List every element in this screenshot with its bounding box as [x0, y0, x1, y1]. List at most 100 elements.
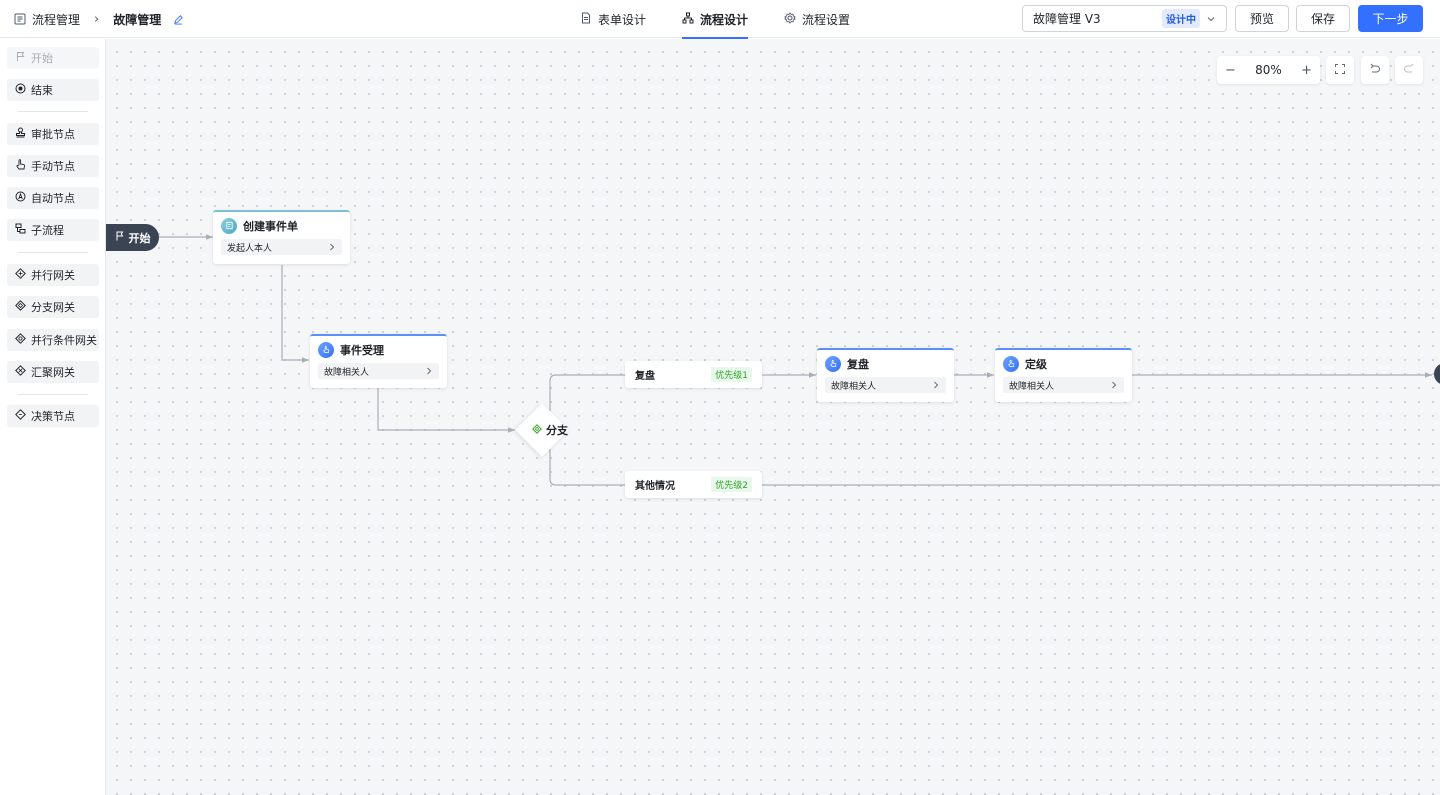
task-node[interactable]: 事件受理 故障相关人 [310, 334, 447, 388]
assignee-label: 发起人本人 [227, 243, 273, 254]
breadcrumb: 流程管理 › 故障管理 [14, 0, 184, 38]
hand-icon [825, 355, 841, 372]
condition-node[interactable]: 复盘 优先级1 [625, 361, 762, 388]
palette-item-label: 分支网关 [31, 301, 75, 314]
palette-item-label: 手动节点 [31, 160, 75, 173]
palette-item-label: 决策节点 [31, 410, 75, 423]
end-node[interactable] [1434, 363, 1440, 385]
palette-item-label: 开始 [31, 52, 53, 65]
undo-button[interactable] [1361, 56, 1389, 84]
redo-button[interactable] [1395, 56, 1423, 84]
chevron-right-icon [1110, 381, 1118, 389]
fit-view-button[interactable] [1326, 56, 1354, 84]
palette-divider [18, 394, 88, 395]
gateway-label: 分支 [546, 424, 568, 437]
edge-gateway-to-cond1 [549, 374, 625, 411]
flow-canvas[interactable]: − 80% + 开始 创建事件单 发起人本人 事件受理 故障相关人 [106, 39, 1440, 795]
stamp-icon [15, 127, 26, 141]
tab-label: 流程设计 [700, 12, 749, 27]
status-badge: 设计中 [1162, 9, 1200, 28]
diamond-icon [15, 365, 26, 379]
start-node[interactable]: 开始 [106, 224, 159, 251]
palette-item-start[interactable]: 开始 [7, 47, 99, 69]
palette-item-label: 结束 [31, 84, 53, 97]
task-node[interactable]: 复盘 故障相关人 [817, 348, 954, 402]
palette-item-decision[interactable]: 决策节点 [7, 405, 99, 427]
auto-icon [15, 191, 26, 205]
chevron-down-icon [1206, 14, 1216, 24]
palette-item-merge-gateway[interactable]: 汇聚网关 [7, 361, 99, 383]
task-node[interactable]: 创建事件单 发起人本人 [213, 210, 350, 264]
edit-icon[interactable] [173, 14, 184, 25]
task-title: 复盘 [847, 357, 869, 371]
page-title: 故障管理 [113, 12, 162, 27]
flow-edges [159, 234, 1440, 486]
process-list-icon [14, 13, 26, 25]
palette-divider [18, 111, 88, 112]
palette-item-auto[interactable]: 自动节点 [7, 187, 99, 209]
tab-form-design[interactable]: 表单设计 [580, 0, 646, 38]
diamond-icon [15, 300, 26, 314]
gear-icon [784, 11, 796, 27]
zoom-control: − 80% + [1217, 56, 1320, 84]
flag-icon [115, 231, 125, 244]
palette-item-parallel-condition-gateway[interactable]: 并行条件网关 [7, 329, 99, 351]
chevron-right-icon [425, 367, 433, 375]
zoom-level: 80% [1255, 63, 1282, 77]
version-name: 故障管理 V3 [1033, 12, 1101, 26]
condition-node[interactable]: 其他情况 优先级2 [625, 471, 762, 498]
gateway-label-group: 分支 [524, 421, 576, 439]
palette-item-label: 自动节点 [31, 192, 75, 205]
flag-icon [15, 51, 26, 65]
edge-accept-to-gateway [377, 388, 515, 433]
palette-divider [18, 252, 88, 253]
diamond-icon [532, 423, 542, 437]
node-palette: 开始 结束 审批节点 手动节点 自动节点 子流程 并行网关 分支网关 并行条件网… [0, 39, 106, 795]
tab-flow-design[interactable]: 流程设计 [682, 0, 749, 39]
hand-icon [318, 341, 334, 358]
undo-icon [1369, 63, 1381, 78]
chevron-right-icon [932, 381, 940, 389]
next-step-button[interactable]: 下一步 [1358, 5, 1423, 32]
hand-icon [15, 159, 26, 173]
diamond-icon [15, 409, 26, 423]
palette-item-manual[interactable]: 手动节点 [7, 155, 99, 177]
fullscreen-icon [1334, 63, 1346, 78]
save-button[interactable]: 保存 [1296, 5, 1350, 32]
task-title: 事件受理 [340, 343, 384, 357]
palette-item-end[interactable]: 结束 [7, 79, 99, 101]
tab-label: 表单设计 [598, 12, 647, 27]
subprocess-icon [15, 223, 26, 237]
diamond-icon [15, 333, 26, 347]
condition-label: 复盘 [635, 371, 655, 382]
palette-item-label: 并行网关 [31, 269, 75, 282]
assignee-row[interactable]: 发起人本人 [221, 239, 342, 255]
tab-flow-settings[interactable]: 流程设置 [784, 0, 850, 38]
assignee-row[interactable]: 故障相关人 [318, 363, 439, 379]
version-select[interactable]: 故障管理 V3 设计中 [1022, 5, 1227, 32]
hand-icon [1003, 355, 1019, 372]
palette-item-branch-gateway[interactable]: 分支网关 [7, 296, 99, 318]
palette-item-label: 子流程 [31, 224, 64, 237]
top-bar: 流程管理 › 故障管理 表单设计 流程设计 流程设置 故障管理 V3 设计中 预… [0, 0, 1440, 39]
assignee-label: 故障相关人 [831, 381, 877, 392]
zoom-in-button[interactable]: + [1301, 62, 1312, 78]
assignee-row[interactable]: 故障相关人 [1003, 377, 1124, 393]
preview-button[interactable]: 预览 [1235, 5, 1289, 32]
start-node-label: 开始 [128, 231, 151, 245]
assignee-row[interactable]: 故障相关人 [825, 377, 946, 393]
palette-item-label: 审批节点 [31, 128, 75, 141]
palette-item-subprocess[interactable]: 子流程 [7, 219, 99, 241]
form-icon [221, 217, 237, 234]
stop-circle-icon [15, 83, 26, 97]
chevron-right-icon: › [94, 11, 100, 27]
palette-item-label: 汇聚网关 [31, 366, 75, 379]
assignee-label: 故障相关人 [324, 367, 370, 378]
breadcrumb-root[interactable]: 流程管理 [32, 12, 81, 27]
redo-icon [1403, 63, 1415, 78]
priority-badge: 优先级1 [711, 367, 752, 382]
zoom-out-button[interactable]: − [1225, 62, 1236, 78]
palette-item-parallel-gateway[interactable]: 并行网关 [7, 264, 99, 286]
task-node[interactable]: 定级 故障相关人 [995, 348, 1132, 402]
palette-item-approval[interactable]: 审批节点 [7, 123, 99, 145]
